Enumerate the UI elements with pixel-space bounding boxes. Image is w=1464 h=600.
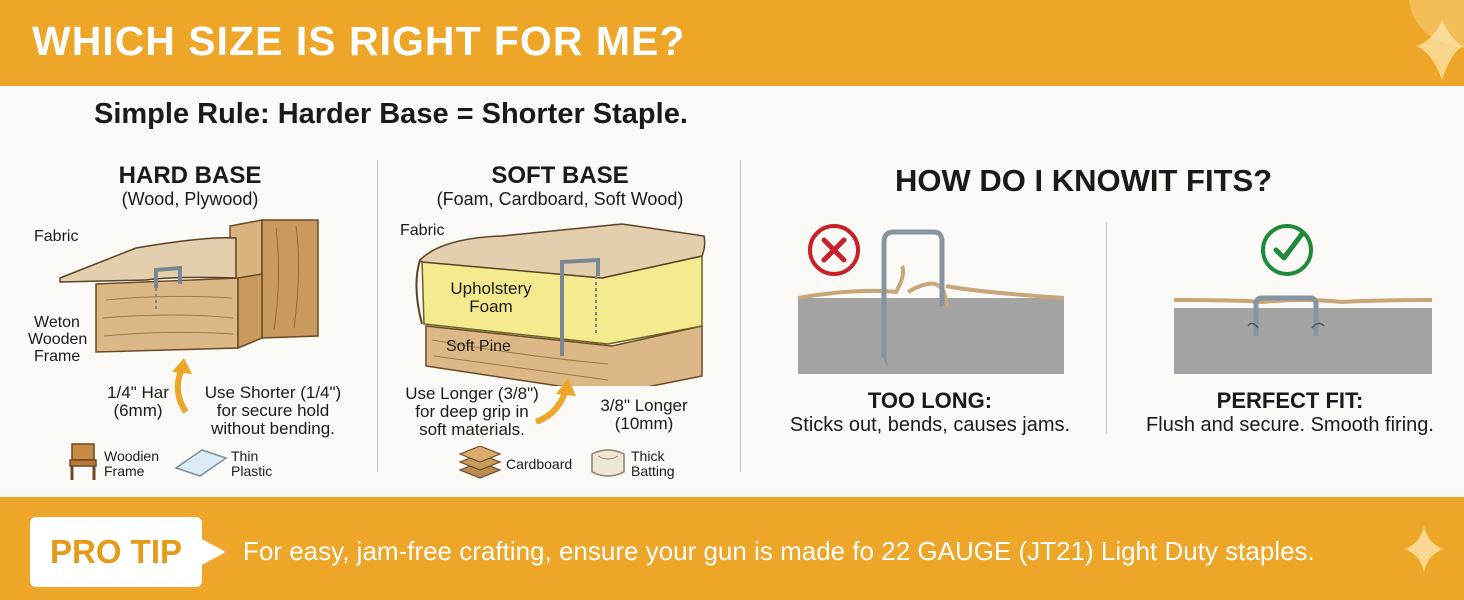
arrow-up-right-icon	[534, 378, 576, 424]
icon-label-frame: Frame	[104, 463, 145, 479]
footer-bar	[0, 497, 1464, 600]
soft-fabric-label: Fabric	[400, 222, 445, 239]
hard-base-title: HARD BASE	[118, 162, 262, 189]
pine-label: Soft Pine	[446, 338, 511, 355]
simple-rule-text: Simple Rule: Harder Base = Shorter Stapl…	[94, 98, 688, 130]
soft-base-title: SOFT BASE	[491, 162, 629, 189]
sparkle-icon	[1409, 0, 1464, 80]
tip-pointer-icon	[198, 537, 226, 567]
hard-size-line1: 1/4" Har	[107, 383, 169, 402]
x-circle-icon	[808, 224, 860, 276]
perfect-fit-title: PERFECT FIT:	[1216, 388, 1364, 413]
fabric-label: Fabric	[34, 228, 79, 245]
hard-base-subtitle: (Wood, Plywood)	[121, 189, 259, 209]
fit-section-title: HOW DO I KNOWIT FITS?	[895, 163, 1273, 198]
icon-label-cardboard: Cardboard	[506, 456, 573, 472]
too-long-illustration	[797, 229, 1065, 374]
page-title: WHICH SIZE IS RIGHT FOR ME?	[32, 18, 686, 64]
soft-advice-line1: Use Longer (3/8")	[405, 384, 539, 403]
header-bar	[0, 0, 1464, 86]
icon-label-woodien: Woodien	[104, 448, 160, 464]
arrow-up-icon	[172, 358, 192, 414]
soft-base-illustration	[415, 223, 706, 386]
icon-label-thin: Thin	[231, 448, 259, 464]
soft-base-subtitle: (Foam, Cardboard, Soft Wood)	[436, 189, 684, 209]
divider	[740, 160, 741, 472]
hard-advice-line1: Use Shorter (1/4")	[204, 383, 342, 402]
chair-icon	[69, 443, 97, 480]
batting-roll-icon	[591, 449, 625, 477]
frame-label-line1: Weton	[34, 314, 80, 331]
pro-tip-text: For easy, jam-free crafting, ensure your…	[243, 536, 1315, 566]
cardboard-icon	[458, 446, 502, 479]
soft-size-line1: 3/8" Longer	[600, 396, 688, 415]
frame-label-line2: Wooden	[28, 331, 88, 348]
hard-size-line2: (6mm)	[113, 401, 163, 420]
too-long-title: TOO LONG:	[867, 388, 993, 413]
frame-label-line3: Frame	[34, 348, 81, 365]
too-long-description: Sticks out, bends, causes jams.	[789, 414, 1071, 436]
soft-size-line2: (10mm)	[614, 414, 674, 433]
icon-label-thick: Thick	[631, 448, 665, 464]
foam-label-line2: Foam	[469, 297, 513, 316]
sparkle-small-icon	[1404, 526, 1444, 572]
perfect-fit-description: Flush and secure. Smooth firing.	[1146, 414, 1434, 436]
icon-label-batting: Batting	[631, 463, 675, 479]
hard-advice-line3: without bending.	[211, 419, 335, 438]
foam-label-line1: Upholstery	[450, 279, 532, 298]
pro-tip-label: PRO TIP	[49, 533, 183, 570]
divider	[1106, 222, 1107, 434]
pro-tip-badge	[30, 517, 202, 587]
divider	[377, 160, 378, 472]
soft-advice-line2: for deep grip in	[415, 402, 529, 421]
hard-advice-line2: for secure hold	[216, 401, 330, 420]
plastic-sheet-icon	[174, 449, 228, 477]
hard-base-illustration	[59, 219, 319, 353]
perfect-fit-illustration	[1173, 295, 1433, 374]
soft-advice-line3: soft materials.	[419, 420, 525, 439]
check-circle-icon	[1261, 224, 1313, 276]
icon-label-plastic: Plastic	[231, 463, 273, 479]
